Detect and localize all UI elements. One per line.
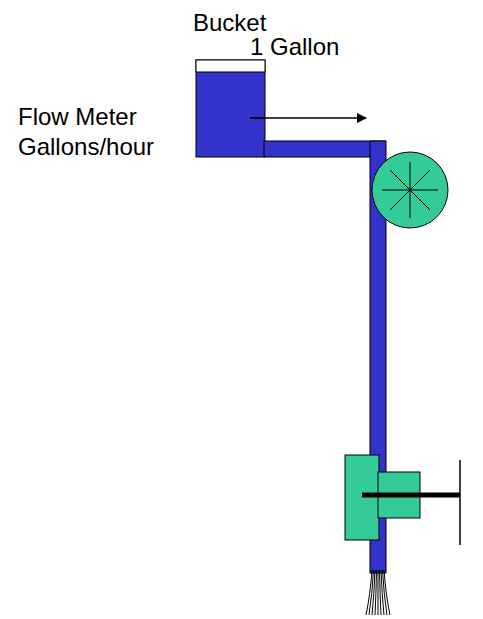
flow-meter-label: Flow Meter Gallons/hour xyxy=(18,102,168,162)
flow-meter xyxy=(372,152,448,228)
bucket-rim xyxy=(196,60,265,72)
horizontal-pipe xyxy=(264,141,385,157)
spray-stroke xyxy=(366,570,372,615)
spray-stroke xyxy=(372,570,375,615)
pipe-joint xyxy=(371,142,385,157)
valve-handle xyxy=(459,460,461,545)
bucket-water xyxy=(196,60,265,157)
meter-rotor xyxy=(382,162,438,218)
leader-arrow xyxy=(250,117,366,119)
valve-stem xyxy=(362,493,460,498)
spray-stroke xyxy=(378,570,379,615)
capacity-label: 1 Gallon xyxy=(250,32,339,62)
spray-stroke xyxy=(384,570,390,615)
water-spray xyxy=(366,570,390,615)
spray-stroke xyxy=(375,570,377,615)
